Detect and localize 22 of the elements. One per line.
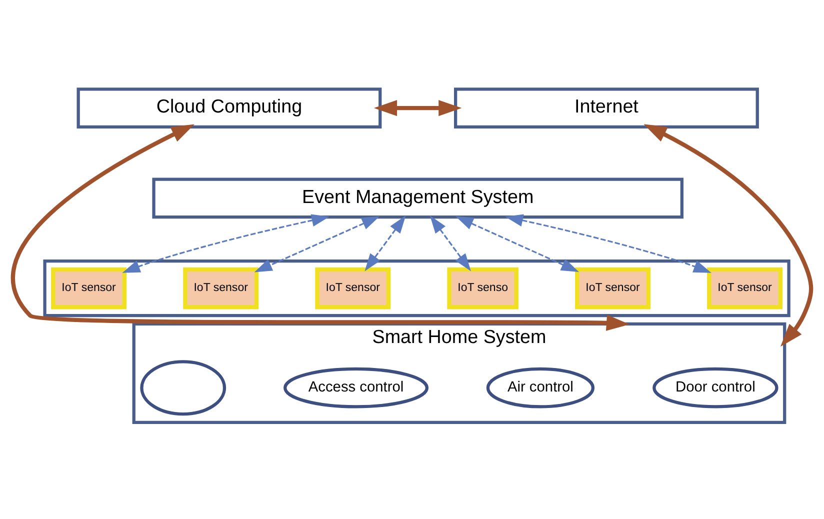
arrow bbox=[364, 215, 406, 271]
node-box: IoT sensor bbox=[183, 266, 259, 309]
arrow bbox=[254, 216, 380, 272]
node-box: IoT sensor bbox=[51, 266, 127, 309]
node-box: IoT senso bbox=[447, 266, 518, 309]
node-box: IoT sensor bbox=[707, 266, 782, 309]
arrow bbox=[374, 99, 462, 116]
node-box: IoT sensor bbox=[575, 266, 650, 309]
arrow bbox=[456, 216, 579, 272]
arrow bbox=[430, 215, 471, 271]
node-box: Internet bbox=[454, 87, 759, 128]
arrow bbox=[122, 214, 330, 272]
arrow bbox=[644, 124, 814, 346]
node-box: Event Management System bbox=[152, 177, 684, 218]
node-circle bbox=[140, 360, 226, 416]
node-box: Cloud Computing bbox=[76, 87, 382, 128]
node-ellipse: Door control bbox=[652, 366, 778, 408]
node-ellipse: Access control bbox=[284, 366, 429, 408]
arrow bbox=[12, 124, 630, 330]
node-ellipse: Air control bbox=[486, 366, 594, 408]
node-box: IoT sensor bbox=[315, 266, 391, 309]
arrow bbox=[505, 214, 712, 272]
